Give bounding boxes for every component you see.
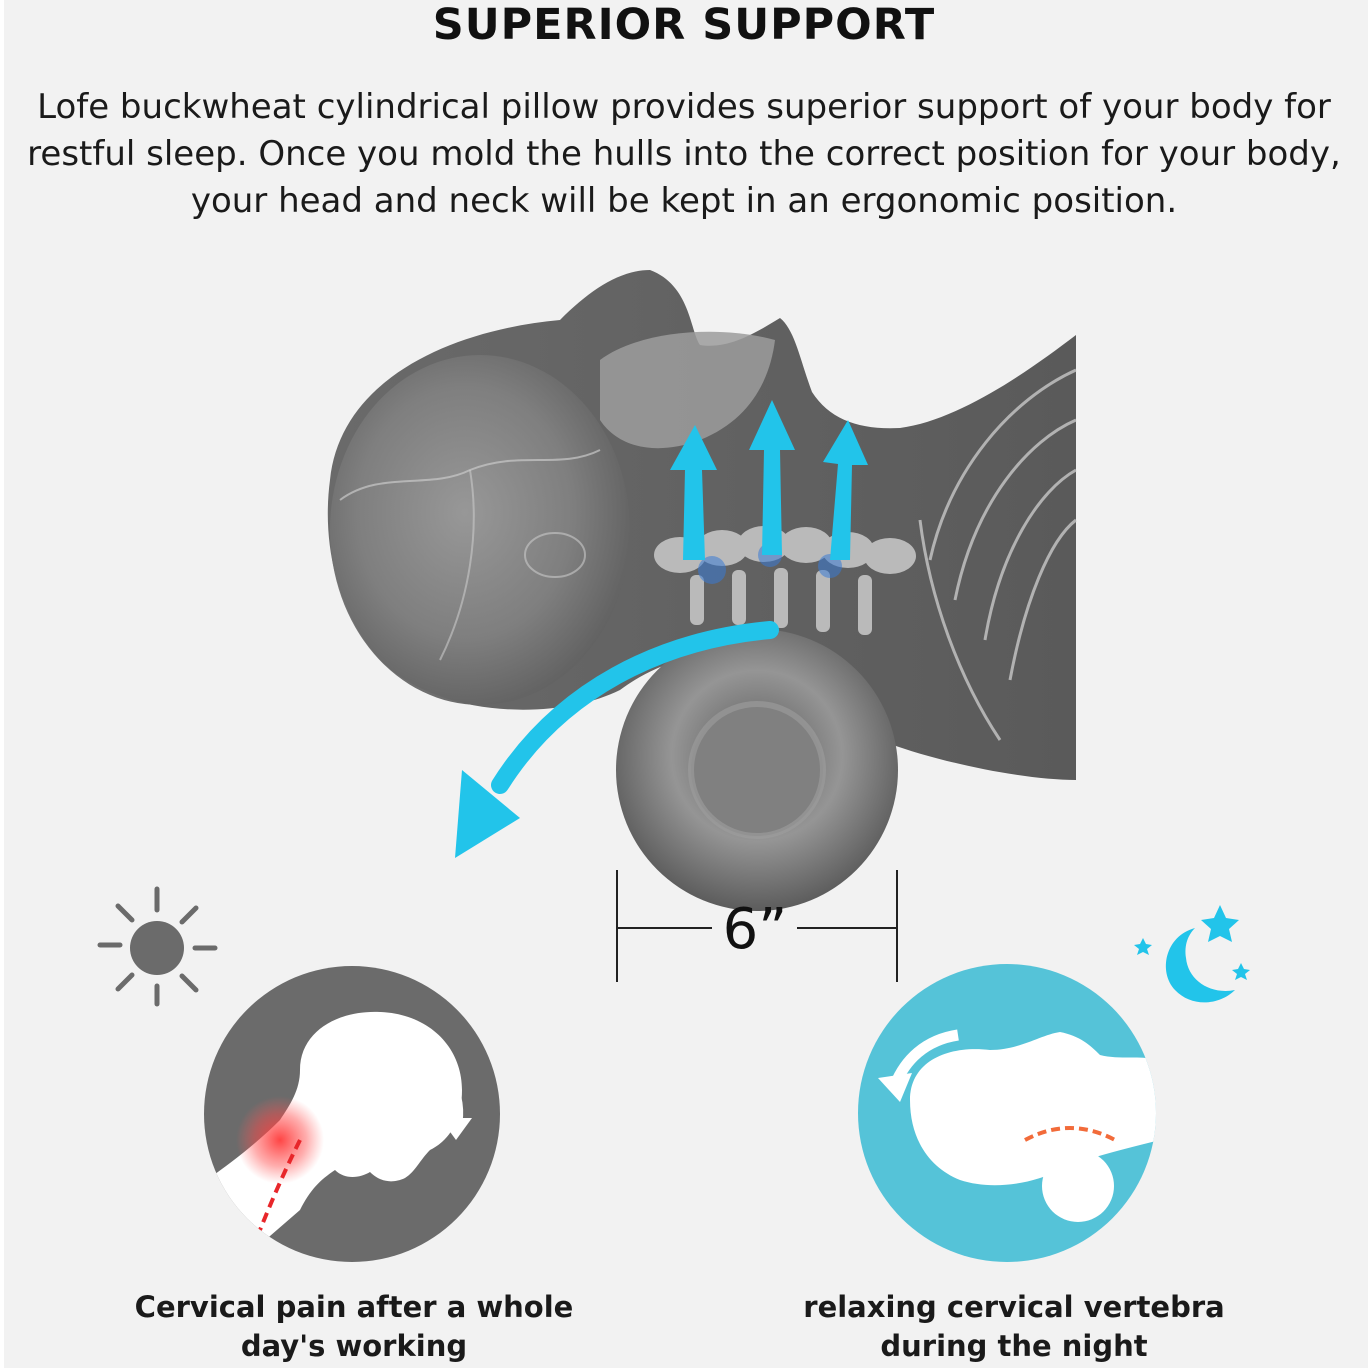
description-line: your head and neck will be kept in an er… — [190, 181, 1178, 221]
description-line: Lofe buckwheat cylindrical pillow provid… — [37, 87, 1331, 127]
description-line: restful sleep. Once you mold the hulls i… — [27, 134, 1341, 174]
support-arrows — [670, 400, 868, 560]
day-caption: Cervical pain after a whole day's workin… — [94, 1288, 614, 1366]
night-caption-line: relaxing cervical vertebra — [803, 1290, 1225, 1324]
up-arrow-icon — [749, 400, 795, 555]
page-heading: SUPERIOR SUPPORT — [432, 0, 936, 50]
day-caption-line: Cervical pain after a whole — [134, 1290, 574, 1324]
face-bones — [600, 331, 775, 449]
description-text: Lofe buckwheat cylindrical pillow provid… — [0, 84, 1368, 225]
curve-arrow-icon — [455, 621, 779, 858]
up-arrow-icon — [670, 425, 717, 560]
sun-icon — [97, 886, 218, 1007]
skull-shape — [330, 355, 630, 705]
night-caption-line: during the night — [880, 1329, 1148, 1363]
left-edge-strip — [0, 0, 4, 1368]
cylinder-pillow — [616, 629, 898, 911]
night-relax-icon — [858, 964, 1156, 1262]
night-caption: relaxing cervical vertebra during the ni… — [754, 1288, 1274, 1366]
moon-stars-icon — [1134, 905, 1250, 1003]
pillow-diameter-label: 6” — [722, 897, 788, 962]
up-arrow-icon — [823, 420, 868, 560]
measurement-bracket — [616, 870, 898, 982]
day-neck-pain-icon — [204, 966, 500, 1262]
day-caption-line: day's working — [240, 1329, 468, 1363]
